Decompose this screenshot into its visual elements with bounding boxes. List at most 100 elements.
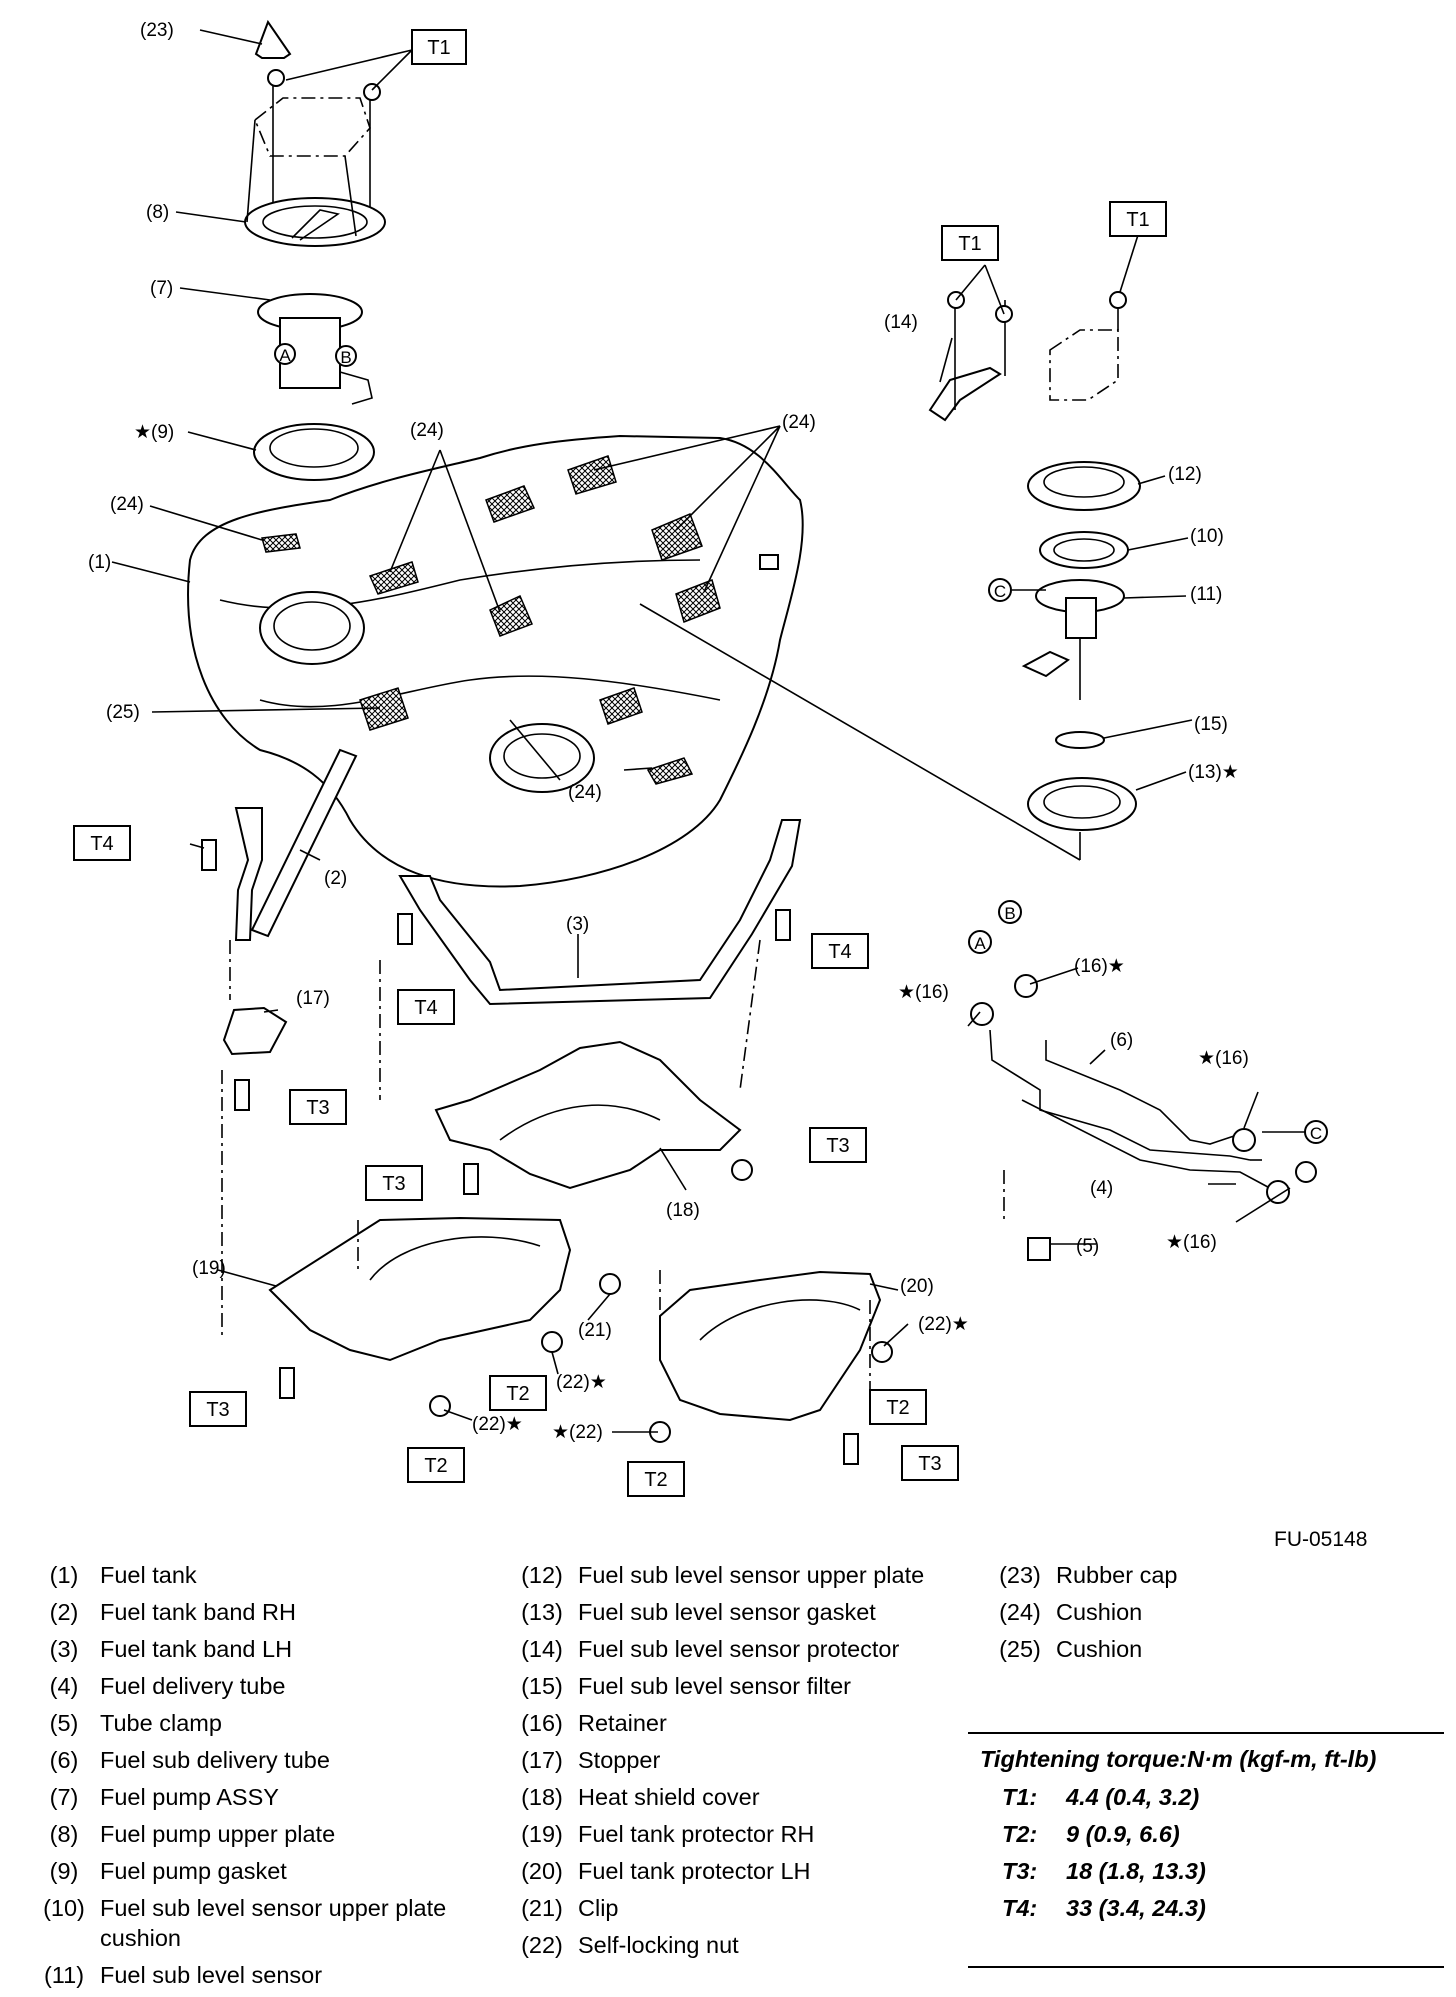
connector-marker-c-tube: C xyxy=(1304,1120,1328,1144)
callout-22-right: (22)★ xyxy=(918,1314,969,1335)
fuel-sub-level-sensor-upper-plate xyxy=(1027,300,1141,511)
legend-number: (16) xyxy=(521,1710,563,1736)
legend-part-name: Fuel pump gasket xyxy=(100,1858,287,1884)
torque-label: T4 xyxy=(90,833,113,855)
callout-24-center: (24) xyxy=(410,420,444,441)
callout-19: (19) xyxy=(192,1258,226,1279)
legend-part-name: Fuel tank xyxy=(100,1562,197,1588)
legend-number: (20) xyxy=(521,1858,563,1884)
fuel-sub-level-sensor-filter xyxy=(1055,731,1105,749)
torque-key: T1: xyxy=(1002,1784,1038,1810)
legend-item: (18)Heat shield cover xyxy=(506,1782,976,1812)
legend-part-name: Heat shield cover xyxy=(578,1784,760,1810)
legend-item: (8)Fuel pump upper plate xyxy=(28,1819,488,1849)
torque-label: T1 xyxy=(958,233,981,255)
legend-number: (19) xyxy=(521,1821,563,1847)
torque-box-t4-center: T4 xyxy=(397,989,455,1025)
callout-7: (7) xyxy=(150,278,173,299)
torque-key: T2: xyxy=(1002,1821,1038,1847)
legend-number: (13) xyxy=(521,1599,563,1625)
legend-part-name: Fuel sub level sensor gasket xyxy=(578,1599,876,1625)
torque-value: 9 (0.9, 6.6) xyxy=(1066,1821,1180,1847)
callout-22-lower: (22)★ xyxy=(472,1414,523,1435)
callout-10: (10) xyxy=(1190,526,1224,547)
leader-lines xyxy=(111,29,1306,1433)
legend-part-name: Fuel tank protector LH xyxy=(578,1858,811,1884)
fuel-tank-exploded-diagram: T1 T1 T1 T4 T4 T4 T3 T3 T3 T3 T3 T2 xyxy=(73,19,1328,1497)
legend-part-name: Tube clamp xyxy=(100,1710,222,1736)
torque-table-bottom-rule xyxy=(968,1966,1444,1968)
callout-2: (2) xyxy=(324,868,347,889)
callout-25: (25) xyxy=(106,702,140,723)
callout-3: (3) xyxy=(566,914,589,935)
callout-5: (5) xyxy=(1076,1236,1099,1257)
stopper xyxy=(222,1006,288,1056)
torque-box-t3-shield-right: T3 xyxy=(809,1127,867,1163)
torque-row: T3:18 (1.8, 13.3) xyxy=(968,1853,1444,1890)
cushions xyxy=(261,455,721,785)
callout-24-bottom: (24) xyxy=(568,782,602,803)
torque-box-t1-plate: T1 xyxy=(1109,201,1167,237)
legend-item: (15)Fuel sub level sensor filter xyxy=(506,1671,976,1701)
torque-value: 18 (1.8, 13.3) xyxy=(1066,1858,1206,1884)
callout-8: (8) xyxy=(146,202,169,223)
callout-22-lh: ★(22) xyxy=(552,1422,603,1443)
torque-label: T3 xyxy=(306,1097,329,1119)
legend-part-name: Rubber cap xyxy=(1056,1562,1178,1588)
torque-box-t4-left: T4 xyxy=(73,825,131,861)
legend-item: (1)Fuel tank xyxy=(28,1560,488,1590)
callout-16-bottom: ★(16) xyxy=(1166,1232,1217,1253)
legend-number: (14) xyxy=(521,1636,563,1662)
fuel-tank-band-rh xyxy=(234,748,358,941)
legend-part-name: Self-locking nut xyxy=(578,1932,739,1958)
legend-column-2: (12)Fuel sub level sensor upper plate(13… xyxy=(506,1560,976,1967)
connector-marker-b-tube: B xyxy=(998,900,1022,924)
fuel-pump-upper-plate xyxy=(244,70,386,247)
callout-21: (21) xyxy=(578,1320,612,1341)
callout-17: (17) xyxy=(296,988,330,1009)
legend-item: (13) Fuel sub level sensor gasket xyxy=(506,1597,976,1627)
fuel-sub-level-sensor-gasket xyxy=(639,603,1137,861)
connector-marker-b-pump: B xyxy=(335,345,357,367)
callout-24-right: (24) xyxy=(782,412,816,433)
torque-label: T3 xyxy=(918,1453,941,1475)
legend-part-name: Clip xyxy=(578,1895,619,1921)
callout-15: (15) xyxy=(1194,714,1228,735)
callout-23: (23) xyxy=(140,20,174,41)
marker-c: C xyxy=(994,582,1006,601)
legend-part-name: Fuel sub level sensor upper plate cushio… xyxy=(100,1895,447,1951)
torque-box-t4-right: T4 xyxy=(811,933,869,969)
legend-part-name: Fuel tank band RH xyxy=(100,1599,296,1625)
legend-item: (3)Fuel tank band LH xyxy=(28,1634,488,1664)
torque-key: T4: xyxy=(1002,1895,1038,1921)
legend-item: (19) Fuel tank protector RH xyxy=(506,1819,976,1849)
legend-number: (11) xyxy=(43,1962,85,1988)
torque-label: T2 xyxy=(506,1383,529,1405)
connector-marker-c-sensor: C xyxy=(988,578,1046,602)
fuel-tank-band-lh xyxy=(398,819,802,1006)
fuel-sub-level-sensor xyxy=(1021,579,1125,700)
legend-number: (12) xyxy=(521,1562,563,1588)
callout-22-center: (22)★ xyxy=(556,1372,607,1393)
torque-box-t1-protector: T1 xyxy=(941,225,999,261)
fuel-pump-assy xyxy=(257,293,373,405)
callout-20: (20) xyxy=(900,1276,934,1297)
callout-14: (14) xyxy=(884,312,918,333)
torque-row: T2: 9 (0.9, 6.6) xyxy=(968,1816,1444,1853)
legend-part-name: Fuel tank protector RH xyxy=(578,1821,815,1847)
torque-box-t3-protector-lh: T3 xyxy=(901,1445,959,1481)
callout-12: (12) xyxy=(1168,464,1202,485)
legend-item: (7)Fuel pump ASSY xyxy=(28,1782,488,1812)
torque-label: T2 xyxy=(644,1469,667,1491)
callout-16-right: ★(16) xyxy=(1198,1048,1249,1069)
legend-number: (4) xyxy=(49,1673,79,1699)
torque-label: T2 xyxy=(424,1455,447,1477)
legend-part-name: Fuel sub level sensor protector xyxy=(578,1636,900,1662)
torque-row: T4:33 (3.4, 24.3) xyxy=(968,1890,1444,1927)
bolts xyxy=(201,69,1127,1465)
legend-part-name: Fuel sub level sensor xyxy=(100,1962,323,1988)
legend-number: (17) xyxy=(521,1747,563,1773)
torque-box-t3-shield-left: T3 xyxy=(365,1165,423,1201)
torque-row: T1:4.4 (0.4, 3.2) xyxy=(968,1779,1444,1816)
legend-item: (5)Tube clamp xyxy=(28,1708,488,1738)
